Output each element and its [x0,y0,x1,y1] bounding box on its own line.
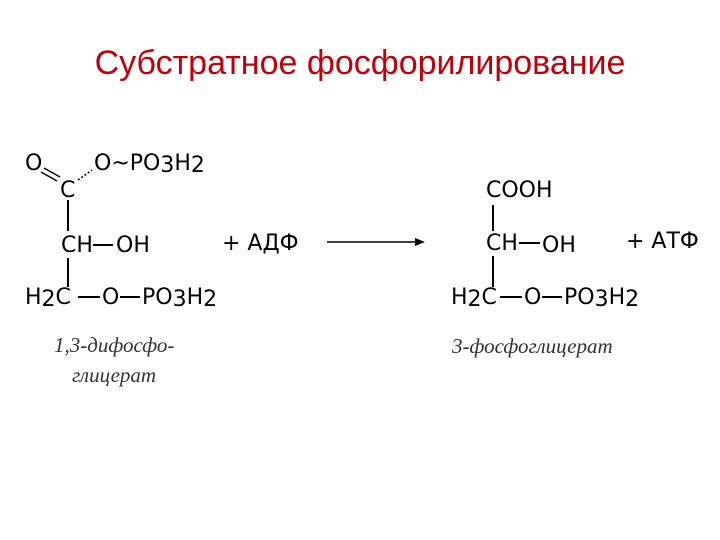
reactant-hydroxyl: OH [116,233,150,258]
reactant-ester-oxygen: O [102,285,120,310]
reactant-ch2-c: C [55,285,71,310]
atp-label: + АТФ [626,229,699,254]
product-phosphate-group: PO3H2 [564,287,639,311]
reactant-caption-line1: 1,3-дифосфо- [54,333,175,357]
acyl-phosphate-label: O~PO [94,151,161,176]
product-ch-group: CH [486,231,518,256]
reactant-phosphate-h: H [186,285,204,310]
product-ester-oxygen: O [524,285,542,310]
reactant-phosphate-subscript: 3 [172,287,187,312]
reactant-ch2-subscript: 2 [41,287,56,312]
product-carboxyl-group: COOH [486,178,553,203]
reactant-ch-group: CH [61,233,93,258]
product-phosphate-po: PO [564,285,595,310]
slide-title: Субстратное фосфорилирование [94,44,626,82]
acyl-phosphate-subscript: 3 [160,153,175,178]
product-ch2-subscript: 2 [467,287,482,312]
reactant-caption-line2: глицерат [72,363,157,387]
reactant-phosphate-po: PO [142,285,173,310]
reactant-acyl-phosphate: O~PO3H2 [94,153,205,177]
product-hydroxyl: OH [542,233,576,258]
product-phosphate-h-subscript: 2 [625,287,640,312]
reactant-carbonyl-oxygen: O [25,151,43,176]
reactant-ch2-group: H2C [25,287,71,311]
product-phosphate-h: H [608,285,626,310]
product-phosphate-subscript: 3 [594,287,609,312]
adp-label: + АДФ [222,231,299,256]
acyl-phosphate-h-subscript: 2 [190,153,205,178]
reactant-carboxyl-carbon: C [60,178,76,203]
reactant-ch2-h: H [25,285,42,310]
double-bond-line-1 [40,171,58,182]
double-bond-line-2 [43,167,61,178]
product-ch2-c: C [481,285,497,310]
reactant-phosphate-group: PO3H2 [142,287,217,311]
reactant-phosphate-h-subscript: 2 [203,287,218,312]
product-caption: 3-фосфоглицерат [452,334,613,358]
c-o-bond [77,169,93,181]
product-ch2-h: H [451,285,468,310]
product-ch2-group: H2C [451,287,497,311]
reaction-arrow-head [415,238,425,246]
acyl-phosphate-h: H [174,151,191,176]
